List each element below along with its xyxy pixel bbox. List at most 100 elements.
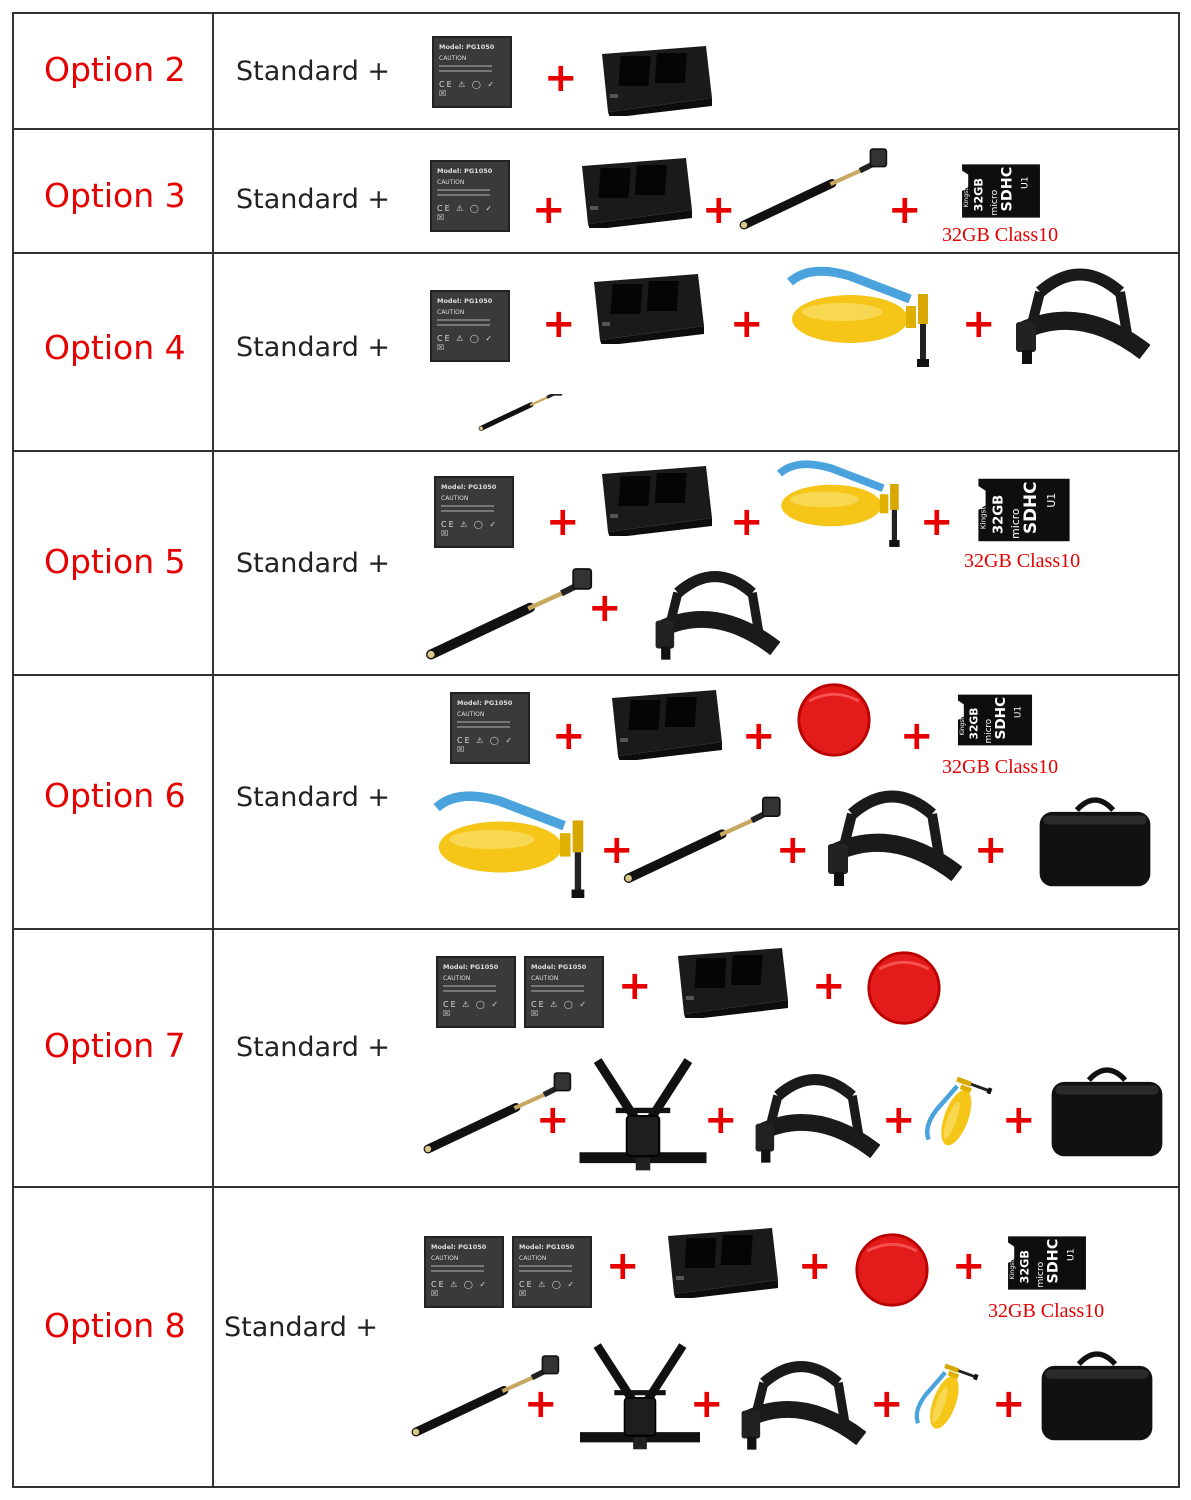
option-row-8: Option 8 Standard + Model: PG1050 CAUTIO… bbox=[14, 1188, 1178, 1486]
column-divider bbox=[212, 676, 214, 928]
micro-sd-card-icon bbox=[976, 474, 1072, 546]
micro-sd-card-icon bbox=[956, 690, 1034, 750]
plus-sign: + bbox=[544, 55, 578, 101]
head-strap-icon bbox=[650, 564, 780, 668]
plus-sign: + bbox=[888, 187, 922, 233]
battery-caution: CAUTION bbox=[519, 1255, 547, 1262]
plus-sign: + bbox=[704, 1097, 738, 1143]
micro-sd-card-icon bbox=[960, 160, 1042, 222]
column-divider bbox=[212, 130, 214, 252]
battery-symbols: CE ⚠ ◯ ✓ ☒ bbox=[437, 334, 495, 352]
plus-sign: + bbox=[690, 1381, 724, 1427]
head-strap-icon bbox=[736, 1352, 866, 1460]
option-label: Option 6 bbox=[44, 776, 186, 815]
standard-label: Standard + bbox=[224, 1312, 379, 1343]
standard-label: Standard + bbox=[236, 1032, 391, 1063]
plus-sign: + bbox=[730, 499, 764, 545]
battery-model: Model: PG1050 bbox=[519, 1243, 575, 1251]
option-row-3: Option 3 Standard + Model: PG1050 CAUTIO… bbox=[14, 130, 1178, 254]
battery-icon: Model: PG1050 CAUTION CE ⚠ ◯ ✓ ☒ bbox=[424, 1236, 504, 1308]
dual-charger-icon bbox=[594, 456, 714, 536]
option-label: Option 5 bbox=[44, 542, 186, 581]
plus-sign: + bbox=[952, 1243, 986, 1289]
battery-icon: Model: PG1050 CAUTION CE ⚠ ◯ ✓ ☒ bbox=[432, 36, 512, 108]
battery-caution: CAUTION bbox=[457, 711, 485, 718]
plus-sign: + bbox=[730, 301, 764, 347]
plus-sign: + bbox=[776, 827, 810, 873]
plus-sign: + bbox=[900, 713, 934, 759]
sd-card-caption: 32GB Class10 bbox=[942, 756, 1059, 778]
dual-charger-icon bbox=[586, 264, 706, 344]
selfie-stick-icon bbox=[620, 788, 790, 892]
plus-sign: + bbox=[870, 1381, 904, 1427]
standard-label: Standard + bbox=[236, 184, 391, 215]
dual-charger-icon bbox=[670, 938, 790, 1018]
plus-sign: + bbox=[542, 301, 576, 347]
selfie-stick-icon bbox=[422, 394, 622, 444]
standard-label: Standard + bbox=[236, 332, 391, 363]
battery-caution: CAUTION bbox=[531, 975, 559, 982]
battery-model: Model: PG1050 bbox=[531, 963, 587, 971]
plus-sign: + bbox=[600, 827, 634, 873]
standard-label: Standard + bbox=[236, 548, 391, 579]
plus-sign: + bbox=[882, 1097, 916, 1143]
micro-sd-card-icon bbox=[1006, 1232, 1088, 1294]
battery-caution: CAUTION bbox=[443, 975, 471, 982]
sd-card-caption: 32GB Class10 bbox=[988, 1300, 1105, 1322]
option-row-7: Option 7 Standard + Model: PG1050 CAUTIO… bbox=[14, 930, 1178, 1188]
battery-icon: Model: PG1050 CAUTION CE ⚠ ◯ ✓ ☒ bbox=[430, 290, 510, 362]
selfie-stick-icon bbox=[422, 564, 602, 664]
battery-model: Model: PG1050 bbox=[431, 1243, 487, 1251]
option-row-5: Option 5 Standard + Model: PG1050 CAUTIO… bbox=[14, 452, 1178, 676]
option-label: Option 7 bbox=[44, 1026, 186, 1065]
plus-sign: + bbox=[536, 1097, 570, 1143]
standard-label: Standard + bbox=[236, 56, 391, 87]
chest-harness-icon bbox=[580, 1338, 700, 1456]
dual-charger-icon bbox=[660, 1218, 780, 1298]
option-row-4: Option 4 Standard + Model: PG1050 CAUTIO… bbox=[14, 254, 1178, 452]
plus-sign: + bbox=[606, 1243, 640, 1289]
floating-grip-icon bbox=[426, 788, 596, 906]
plus-sign: + bbox=[920, 499, 954, 545]
red-filter-icon bbox=[796, 682, 872, 758]
plus-sign: + bbox=[532, 187, 566, 233]
plus-sign: + bbox=[742, 713, 776, 759]
plus-sign: + bbox=[812, 963, 846, 1009]
dual-charger-icon bbox=[574, 148, 694, 228]
option-label: Option 4 bbox=[44, 328, 186, 367]
battery-symbols: CE ⚠ ◯ ✓ ☒ bbox=[441, 520, 499, 538]
option-label: Option 2 bbox=[44, 50, 186, 89]
battery-symbols: CE ⚠ ◯ ✓ ☒ bbox=[519, 1280, 577, 1298]
carry-case-icon bbox=[1048, 1056, 1166, 1164]
sd-card-caption: 32GB Class10 bbox=[964, 550, 1081, 572]
battery-symbols: CE ⚠ ◯ ✓ ☒ bbox=[457, 736, 515, 754]
battery-icon: Model: PG1050 CAUTION CE ⚠ ◯ ✓ ☒ bbox=[434, 476, 514, 548]
option-label: Option 8 bbox=[44, 1306, 186, 1345]
battery-icon: Model: PG1050 CAUTION CE ⚠ ◯ ✓ ☒ bbox=[430, 160, 510, 232]
carry-case-icon bbox=[1038, 1340, 1156, 1448]
battery-caution: CAUTION bbox=[439, 55, 467, 62]
battery-model: Model: PG1050 bbox=[437, 167, 493, 175]
battery-symbols: CE ⚠ ◯ ✓ ☒ bbox=[443, 1000, 501, 1018]
options-table: Option 2 Standard + Model: PG1050 CAUTIO… bbox=[12, 12, 1180, 1488]
battery-symbols: CE ⚠ ◯ ✓ ☒ bbox=[531, 1000, 589, 1018]
battery-caution: CAUTION bbox=[431, 1255, 459, 1262]
battery-model: Model: PG1050 bbox=[439, 43, 495, 51]
battery-caution: CAUTION bbox=[437, 309, 465, 316]
plus-sign: + bbox=[962, 301, 996, 347]
plus-sign: + bbox=[552, 713, 586, 759]
plus-sign: + bbox=[588, 585, 622, 631]
plus-sign: + bbox=[618, 963, 652, 1009]
battery-model: Model: PG1050 bbox=[437, 297, 493, 305]
plus-sign: + bbox=[1002, 1097, 1036, 1143]
column-divider bbox=[212, 452, 214, 674]
dual-charger-icon bbox=[594, 36, 714, 116]
battery-icon: Model: PG1050 CAUTION CE ⚠ ◯ ✓ ☒ bbox=[524, 956, 604, 1028]
battery-icon: Model: PG1050 CAUTION CE ⚠ ◯ ✓ ☒ bbox=[450, 692, 530, 764]
plus-sign: + bbox=[702, 187, 736, 233]
plus-sign: + bbox=[974, 827, 1008, 873]
chest-harness-icon bbox=[578, 1056, 708, 1174]
battery-caution: CAUTION bbox=[437, 179, 465, 186]
plus-sign: + bbox=[798, 1243, 832, 1289]
plus-sign: + bbox=[992, 1381, 1026, 1427]
